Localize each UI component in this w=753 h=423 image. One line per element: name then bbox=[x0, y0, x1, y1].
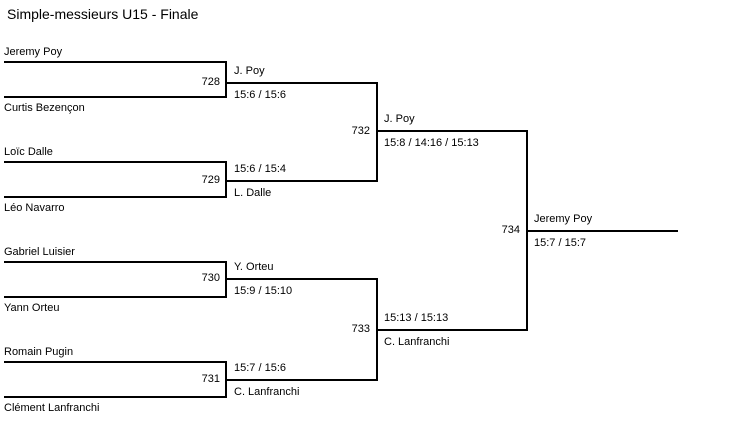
match-728-number: 728 bbox=[201, 76, 220, 88]
match-729-number: 729 bbox=[201, 174, 220, 186]
match-728-top-line bbox=[4, 61, 227, 63]
match-733-winner-name: C. Lanfranchi bbox=[384, 336, 450, 348]
match-731-winner-line bbox=[225, 379, 378, 381]
match-733-winner-line bbox=[376, 329, 528, 331]
match-732-winner-name: J. Poy bbox=[384, 113, 415, 125]
match-730-player-bottom: Yann Orteu bbox=[4, 302, 60, 314]
match-734-number: 734 bbox=[501, 224, 520, 236]
match-732-score: 15:8 / 14:16 / 15:13 bbox=[384, 137, 479, 149]
match-734-winner-line bbox=[526, 230, 678, 232]
match-728-vertical-line bbox=[225, 61, 227, 98]
match-728-player-top: Jeremy Poy bbox=[4, 46, 63, 58]
match-732-winner-line bbox=[376, 130, 528, 132]
match-728-player-bottom: Curtis Bezençon bbox=[4, 102, 85, 114]
match-730-number: 730 bbox=[201, 272, 220, 284]
match-728-winner-name: J. Poy bbox=[234, 65, 265, 77]
match-731-score: 15:7 / 15:6 bbox=[234, 362, 286, 374]
match-731-number: 731 bbox=[201, 373, 220, 385]
match-730-score: 15:9 / 15:10 bbox=[234, 285, 293, 297]
match-731-bottom-line bbox=[4, 396, 227, 398]
match-729-player-top: Loïc Dalle bbox=[4, 146, 53, 158]
match-730-winner-name: Y. Orteu bbox=[234, 261, 274, 273]
match-730-player-top: Gabriel Luisier bbox=[4, 246, 75, 258]
match-731-top-line bbox=[4, 361, 227, 363]
match-728-score: 15:6 / 15:6 bbox=[234, 89, 286, 101]
page-title: Simple-messieurs U15 - Finale bbox=[7, 6, 199, 22]
match-730-top-line bbox=[4, 261, 227, 263]
match-732-number: 732 bbox=[351, 125, 370, 137]
match-730-winner-line bbox=[225, 278, 378, 280]
match-733-number: 733 bbox=[351, 323, 370, 335]
match-729-winner-name: L. Dalle bbox=[234, 187, 272, 199]
match-731-winner-name: C. Lanfranchi bbox=[234, 386, 300, 398]
match-728-winner-line bbox=[225, 82, 378, 84]
match-731-player-top: Romain Pugin bbox=[4, 346, 74, 358]
match-734-winner-name: Jeremy Poy bbox=[534, 213, 593, 225]
match-729-score: 15:6 / 15:4 bbox=[234, 163, 286, 175]
match-733-score: 15:13 / 15:13 bbox=[384, 312, 449, 324]
match-730-bottom-line bbox=[4, 296, 227, 298]
match-729-winner-line bbox=[225, 180, 378, 182]
match-734-score: 15:7 / 15:7 bbox=[534, 237, 586, 249]
match-729-vertical-line bbox=[225, 161, 227, 198]
match-729-top-line bbox=[4, 161, 227, 163]
match-732-vertical-line bbox=[376, 82, 378, 182]
match-731-player-bottom: Clément Lanfranchi bbox=[4, 402, 100, 414]
match-729-player-bottom: Léo Navarro bbox=[4, 202, 65, 214]
match-728-bottom-line bbox=[4, 96, 227, 98]
match-729-bottom-line bbox=[4, 196, 227, 198]
